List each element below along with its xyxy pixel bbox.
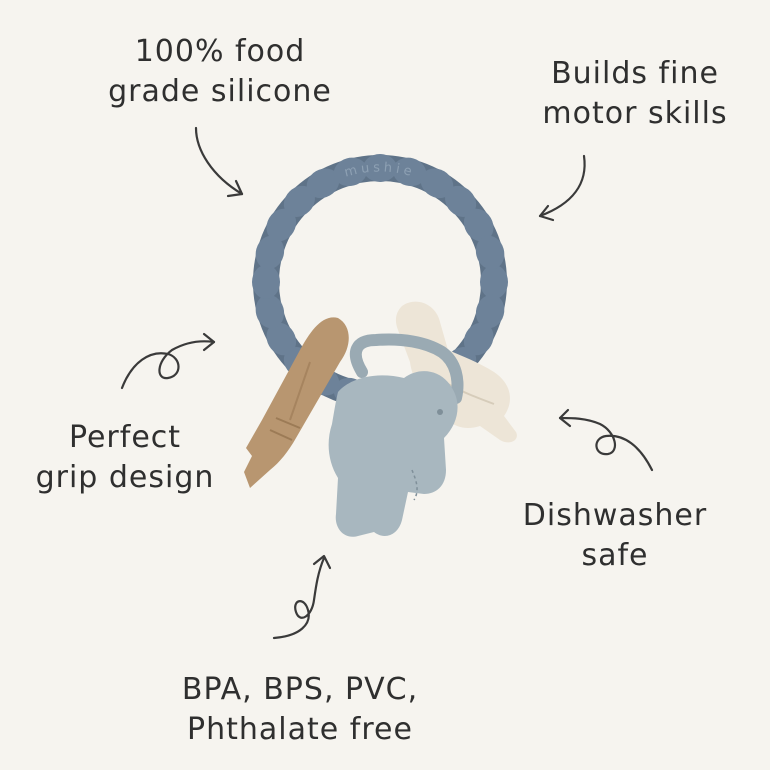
ring-bead [463, 322, 494, 356]
arrow-motor-icon [538, 154, 586, 222]
arrow-silicone-icon [194, 126, 244, 198]
arrow-dish-icon [558, 408, 654, 472]
ring-bead [445, 185, 477, 217]
ring-bead [420, 168, 454, 199]
feature-line: Perfect [68, 420, 182, 455]
feature-line: 100% food [134, 34, 306, 69]
feature-food-grade-silicone: 100% food grade silicone [80, 32, 360, 112]
arrow-bpa-icon [272, 554, 332, 640]
ring-bead [306, 168, 340, 199]
ring-bead [255, 294, 285, 329]
feature-line: Builds fine [551, 56, 719, 91]
feature-dishwasher-safe: Dishwasher safe [495, 496, 735, 576]
feature-line: safe [581, 538, 649, 573]
feature-line: grip design [35, 460, 215, 495]
ring-bead [255, 235, 285, 270]
ring-bead [283, 185, 315, 217]
feature-grip-design: Perfect grip design [20, 418, 230, 498]
rocket-toy [244, 317, 349, 488]
feature-line: motor skills [542, 96, 728, 131]
feature-line: Dishwasher [522, 498, 708, 533]
ring-bead [266, 322, 297, 356]
ring-bead [475, 294, 505, 329]
feature-line: Phthalate free [187, 712, 413, 747]
ring-bead [252, 265, 280, 299]
ring-bead [463, 208, 494, 242]
ring-bead [392, 157, 427, 187]
feature-line: BPA, BPS, PVC, [181, 672, 419, 707]
elephant-toy [328, 333, 464, 537]
ring-bead [480, 265, 508, 299]
feature-line: grade silicone [108, 74, 332, 109]
arrow-grip-icon [120, 332, 216, 390]
feature-bpa-free: BPA, BPS, PVC, Phthalate free [135, 670, 465, 750]
feature-motor-skills: Builds fine motor skills [515, 54, 755, 134]
ring-bead [363, 154, 397, 182]
ring-bead [266, 208, 297, 242]
ring-bead [475, 235, 505, 270]
ring-bead [333, 157, 368, 187]
